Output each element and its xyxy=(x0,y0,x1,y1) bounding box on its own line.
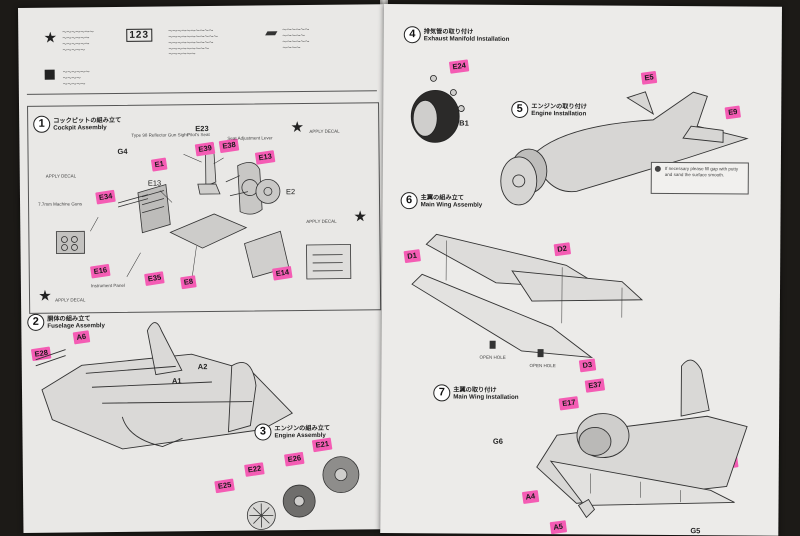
fuselage-drawing xyxy=(35,322,293,450)
instruction-left-page: ～～～～～～～～～～～～～～～～～～～～～～～～ 123 ～～～～～～～～～～～… xyxy=(18,4,390,533)
engine-drawing xyxy=(246,456,360,530)
final-assembly-drawing xyxy=(536,359,748,519)
fuselage-engine-drawing xyxy=(500,91,749,206)
cowling-drawing xyxy=(410,74,465,143)
wing-drawing xyxy=(411,233,644,359)
cockpit-drawing xyxy=(55,143,352,287)
